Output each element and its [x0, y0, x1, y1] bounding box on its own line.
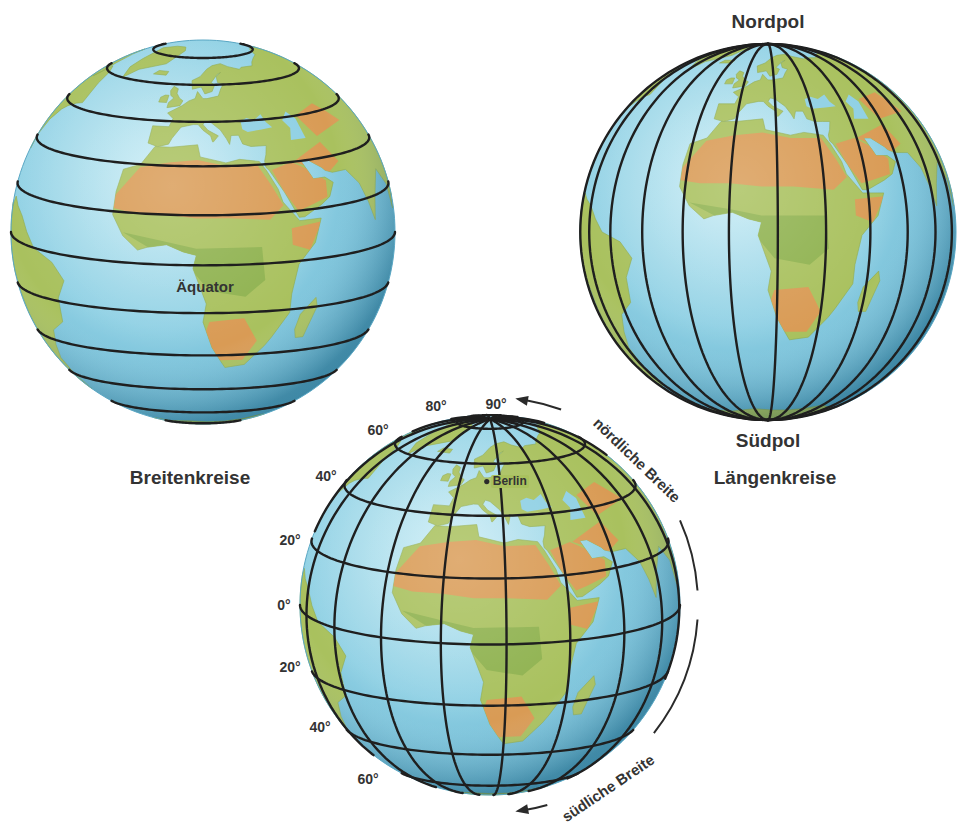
grid-line [490, 419, 624, 791]
grid-line [69, 370, 336, 389]
grid-line [768, 44, 826, 420]
degree-label: 40° [315, 468, 336, 484]
arc-label: südliche Breite [559, 751, 658, 824]
grid-line [37, 135, 370, 167]
pole-label: Nordpol [732, 11, 805, 33]
grid-line [490, 416, 517, 419]
grid-line [490, 419, 570, 794]
globe-meridians [580, 44, 956, 420]
grid-line [768, 44, 952, 420]
north-arc [680, 520, 698, 590]
grid-line [18, 182, 389, 216]
south-arc [526, 805, 547, 810]
arc-label: nördliche Breite [590, 414, 684, 506]
arrow-head [515, 804, 529, 814]
grid-line [683, 44, 768, 420]
caption-label: Längenkreise [714, 467, 837, 489]
grid-line [490, 418, 544, 423]
globe-shade [11, 40, 395, 424]
degree-label: 60° [367, 422, 388, 438]
grid-line [153, 44, 252, 58]
grid-line [768, 44, 778, 420]
degree-label: 80° [425, 398, 446, 414]
south-arc [654, 620, 698, 734]
grid-lines [11, 44, 395, 424]
globe-shade [580, 44, 956, 420]
degree-label: 20° [279, 659, 300, 675]
grid-line [768, 44, 936, 420]
ocean [300, 415, 680, 795]
grid-line [589, 44, 768, 420]
grid-line [315, 419, 490, 531]
equator-label: Äquator [176, 278, 234, 295]
grid-line [580, 44, 768, 420]
grid-line [67, 94, 339, 122]
grid-line [334, 419, 490, 787]
degree-label: 40° [309, 719, 330, 735]
degree-label: 60° [357, 771, 378, 787]
grid-line [11, 232, 395, 265]
grid-line [729, 44, 768, 420]
caption-label: Breitenkreise [130, 467, 250, 489]
arrow-head [515, 396, 528, 406]
grid-line [441, 419, 490, 795]
pole-label: Südpol [736, 430, 800, 452]
globe-latitudes [11, 40, 395, 424]
degree-label: 90° [485, 396, 506, 412]
grid-line [642, 44, 768, 420]
grid-line [381, 419, 490, 793]
grid-line [610, 44, 768, 420]
city-label: Berlin [491, 475, 529, 489]
globe-shade [300, 415, 680, 795]
north-arc [526, 400, 561, 409]
ocean [11, 40, 395, 424]
grid-lines [580, 44, 952, 420]
grid-line [166, 420, 241, 423]
grid-line [490, 419, 679, 679]
grid-line [38, 329, 369, 355]
grid-line [112, 401, 295, 413]
globe-grid [300, 415, 680, 795]
latitude-arrows [515, 396, 697, 814]
grid-line [490, 419, 662, 778]
degree-label: 0° [277, 597, 290, 613]
degree-label: 20° [279, 532, 300, 548]
ocean [580, 44, 956, 420]
grid-line [768, 44, 870, 420]
grid-line [107, 63, 299, 85]
grid-lines [300, 415, 680, 795]
grid-line [490, 419, 606, 455]
city-dot [484, 479, 489, 484]
